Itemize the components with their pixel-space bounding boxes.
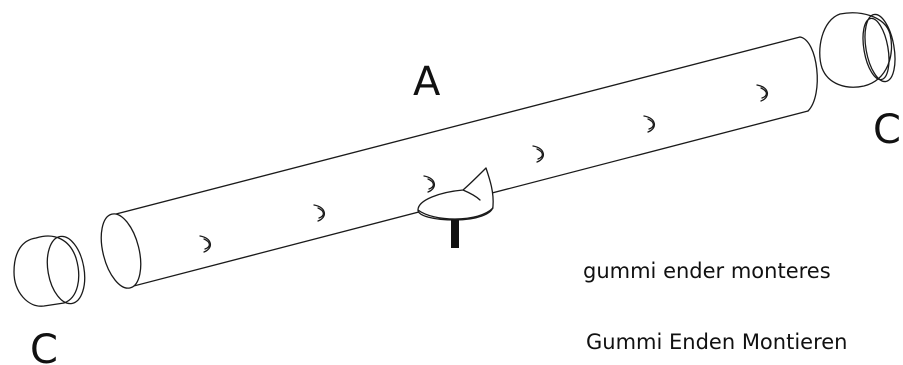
label-cap-right: C	[873, 107, 901, 153]
note-german: Gummi Enden Montieren	[586, 330, 848, 354]
label-cap-left: C	[30, 327, 58, 365]
end-cap-right	[819, 12, 896, 88]
note-norwegian: gummi ender monteres	[583, 259, 831, 283]
clip-markers	[199, 84, 768, 253]
bolt	[451, 220, 459, 248]
tube-a	[100, 36, 818, 289]
end-cap-left	[13, 235, 86, 307]
label-tube-a: A	[413, 59, 441, 105]
center-bracket	[417, 167, 494, 248]
